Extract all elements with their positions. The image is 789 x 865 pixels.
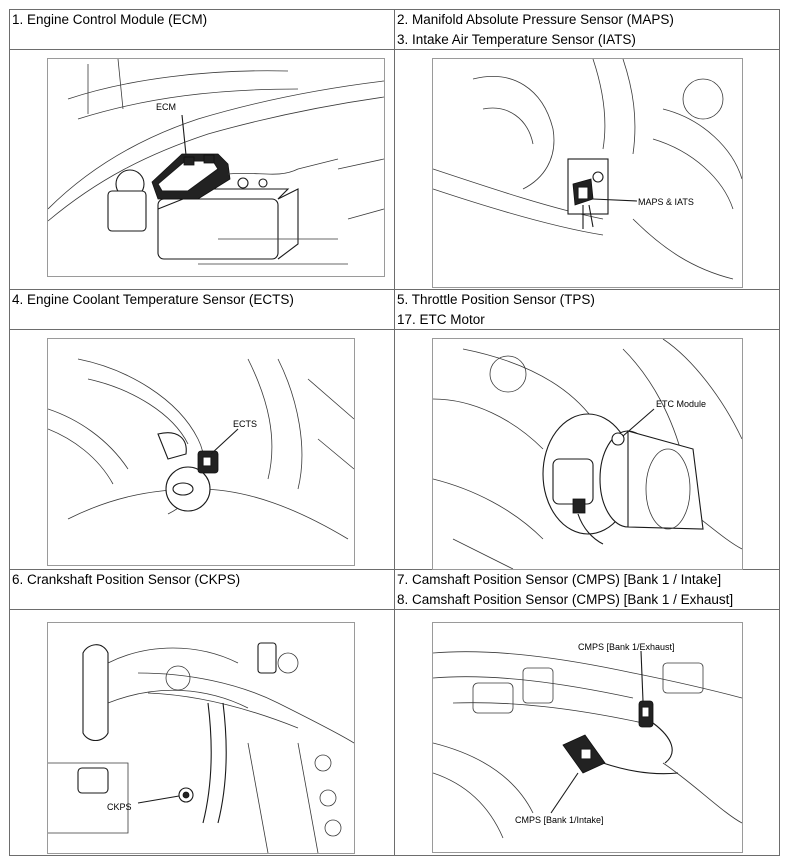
caption-line: 4. Engine Coolant Temperature Sensor (EC… — [12, 292, 294, 307]
ecm-drawing: ECM — [48, 59, 384, 265]
etc-drawing: ETC Module — [433, 339, 742, 569]
caption-ects: 4. Engine Coolant Temperature Sensor (EC… — [9, 289, 395, 330]
image-cell-cmps: CMPS [Bank 1/Exhaust] CMPS [Bank 1/Intak… — [394, 609, 780, 856]
image-cell-ecm: ECM — [9, 49, 395, 290]
image-cell-maps-iats: MAPS & IATS — [394, 49, 780, 290]
image-cell-tps-etc: ETC Module — [394, 329, 780, 570]
callout-cmps-exhaust: CMPS [Bank 1/Exhaust] — [578, 642, 675, 652]
ckps-drawing: CKPS — [48, 642, 354, 853]
etc-diagram: ETC Module — [432, 338, 743, 570]
maps-iats-drawing: MAPS & IATS — [433, 59, 742, 280]
caption-line: 6. Crankshaft Position Sensor (CKPS) — [12, 572, 241, 587]
image-row: ECM M — [9, 49, 780, 290]
image-cell-ects: ECTS — [9, 329, 395, 570]
callout-etc-module: ETC Module — [656, 399, 706, 409]
callout-maps-iats: MAPS & IATS — [638, 197, 694, 207]
callout-ecm: ECM — [156, 102, 176, 112]
cmps-diagram: CMPS [Bank 1/Exhaust] CMPS [Bank 1/Intak… — [432, 622, 743, 853]
cmps-drawing: CMPS [Bank 1/Exhaust] CMPS [Bank 1/Intak… — [433, 642, 742, 839]
ects-drawing: ECTS — [48, 358, 354, 540]
ckps-diagram: CKPS — [47, 622, 355, 854]
caption-maps-iats: 2. Manifold Absolute Pressure Sensor (MA… — [394, 9, 780, 50]
ects-diagram: ECTS — [47, 338, 355, 566]
caption-line: 2. Manifold Absolute Pressure Sensor (MA… — [397, 12, 674, 27]
caption-line: 1. Engine Control Module (ECM) — [12, 12, 208, 27]
caption-line: 8. Camshaft Position Sensor (CMPS) [Bank… — [397, 591, 734, 607]
caption-row: 1. Engine Control Module (ECM) 2. Manifo… — [9, 9, 780, 50]
caption-row: 6. Crankshaft Position Sensor (CKPS) 7. … — [9, 569, 780, 610]
caption-line: 17. ETC Motor — [397, 311, 485, 327]
caption-line: 3. Intake Air Temperature Sensor (IATS) — [397, 31, 636, 47]
caption-line: 5. Throttle Position Sensor (TPS) — [397, 292, 595, 307]
callout-cmps-intake: CMPS [Bank 1/Intake] — [515, 815, 604, 825]
maps-iats-diagram: MAPS & IATS — [432, 58, 743, 288]
callout-ects: ECTS — [233, 419, 257, 429]
caption-ecm: 1. Engine Control Module (ECM) — [9, 9, 395, 50]
image-row: ECTS — [9, 329, 780, 570]
image-cell-ckps: CKPS — [9, 609, 395, 856]
caption-tps-etc: 5. Throttle Position Sensor (TPS) 17. ET… — [394, 289, 780, 330]
caption-line: 7. Camshaft Position Sensor (CMPS) [Bank… — [397, 572, 722, 587]
image-row: CKPS — [9, 609, 780, 856]
sensor-table: 1. Engine Control Module (ECM) 2. Manifo… — [9, 9, 780, 856]
ecm-diagram: ECM — [47, 58, 385, 277]
caption-cmps: 7. Camshaft Position Sensor (CMPS) [Bank… — [394, 569, 780, 610]
callout-ckps: CKPS — [107, 802, 132, 812]
caption-ckps: 6. Crankshaft Position Sensor (CKPS) — [9, 569, 395, 610]
caption-row: 4. Engine Coolant Temperature Sensor (EC… — [9, 289, 780, 330]
